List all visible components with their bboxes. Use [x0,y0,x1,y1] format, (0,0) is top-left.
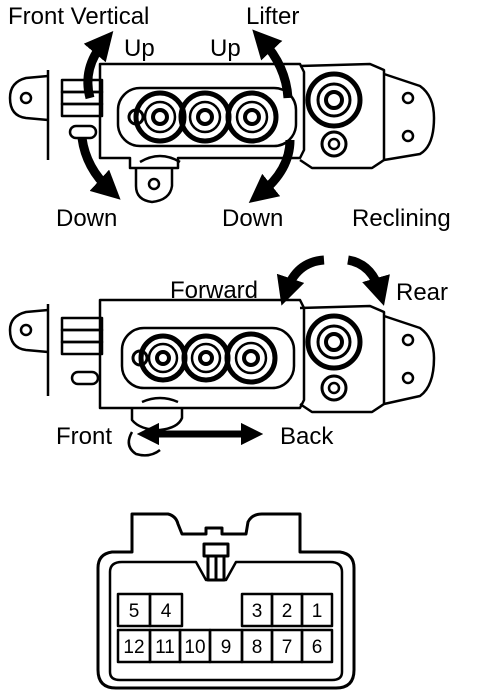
label-front-vertical: Front Vertical [8,3,149,30]
label-lifter: Lifter [246,3,299,30]
pin-12: 12 [123,637,144,658]
reclining-rear-arrow [346,255,390,306]
connector [96,512,356,690]
label-front-vertical-up: Up [124,35,155,62]
reclining-arrows [276,255,390,306]
pin-3: 3 [252,601,263,622]
pin-10: 10 [184,637,205,658]
front-vertical-down-arrow [77,137,121,200]
reclining-forward-arrow [276,255,325,306]
pin-7: 7 [282,637,293,658]
pin-2: 2 [282,601,293,622]
pin-4: 4 [161,601,172,622]
label-lifter-down: Down [222,205,283,232]
label-slide-back: Back [280,423,334,450]
switch-assembly-middle [8,298,436,432]
pin-8: 8 [252,637,263,658]
connector-pin-labels: 5 4 3 2 1 12 11 10 9 8 7 6 [123,601,322,658]
lifter-arrows [248,29,295,203]
pin-11: 11 [155,637,175,658]
pin-6: 6 [312,637,323,658]
label-front-vertical-down: Down [56,205,117,232]
front-vertical-arrows [77,31,121,200]
lifter-up-arrow [252,29,293,99]
label-slide-front: Front [56,423,112,450]
slide-arrow [127,422,264,457]
label-reclining-rear: Rear [396,279,448,306]
switch-assembly-top [8,62,436,204]
label-reclining: Reclining [352,205,451,232]
front-vertical-up-arrow [83,31,114,100]
label-lifter-up: Up [210,35,241,62]
pin-5: 5 [129,601,140,622]
pin-9: 9 [221,637,232,658]
pin-1: 1 [312,601,323,622]
lifter-down-arrow [248,139,295,203]
